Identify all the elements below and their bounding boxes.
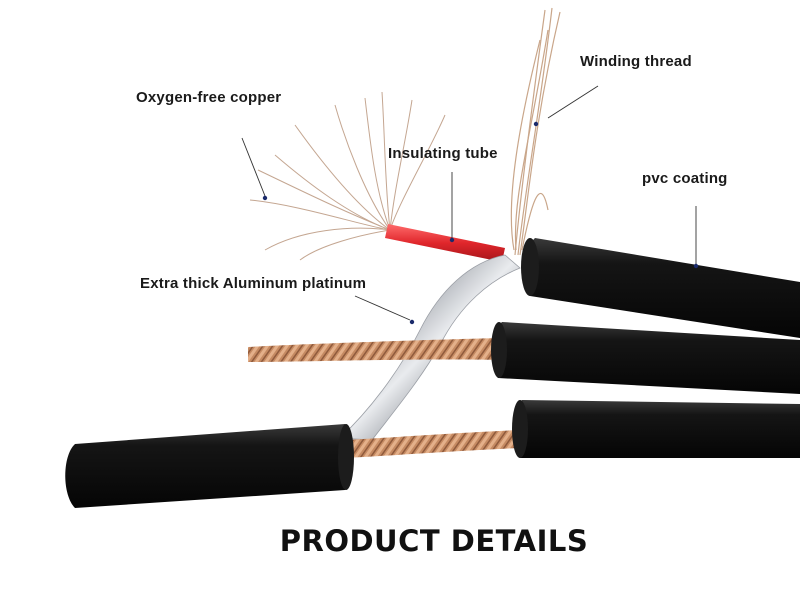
label-aluminum-platinum: Extra thick Aluminum platinum bbox=[140, 275, 367, 292]
leader-dots bbox=[262, 121, 699, 325]
oxygen-free-copper-strands bbox=[249, 91, 446, 261]
winding-thread-strands bbox=[510, 7, 561, 256]
label-winding-thread: Winding thread bbox=[580, 53, 692, 70]
label-pvc-coating: pvc coating bbox=[642, 170, 728, 187]
pvc-cable-middle bbox=[491, 322, 800, 394]
pvc-cable-top bbox=[521, 238, 800, 338]
copper-braid-bottom bbox=[345, 430, 520, 458]
copper-braid-middle bbox=[248, 338, 500, 362]
label-oxygen-free-copper: Oxygen-free copper bbox=[136, 89, 282, 106]
label-insulating-tube: Insulating tube bbox=[388, 145, 498, 162]
insulating-tube bbox=[385, 224, 505, 262]
leader-lines bbox=[241, 85, 697, 321]
page-title: PRODUCT DETAILS bbox=[279, 524, 589, 558]
pvc-cable-left bbox=[65, 424, 354, 508]
pvc-cable-lower bbox=[512, 400, 800, 458]
